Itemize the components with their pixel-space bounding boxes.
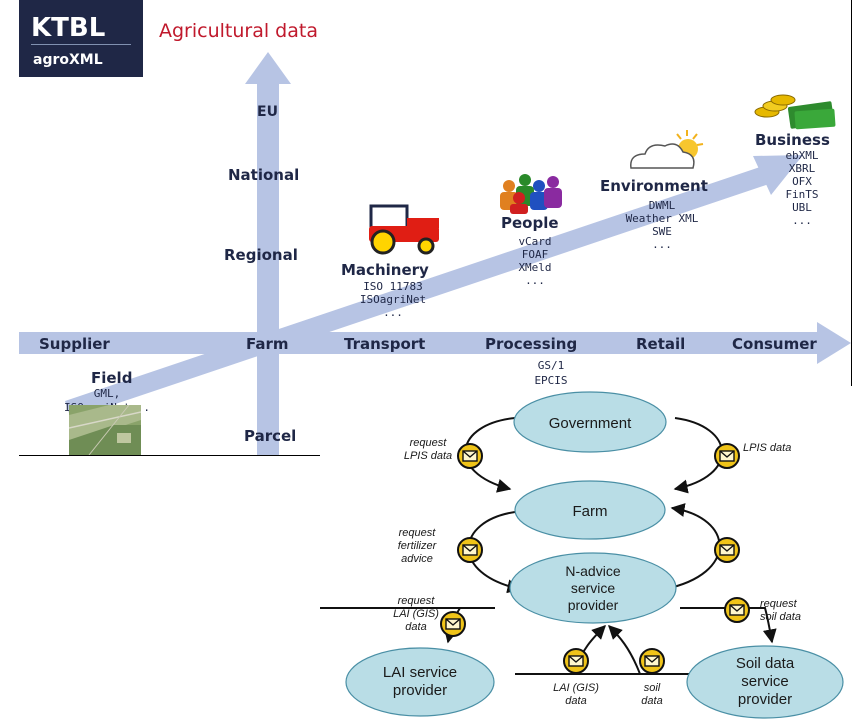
stage-farm: Farm (246, 335, 289, 353)
edge-label-request-lai: LAI (GIS) (393, 608, 439, 620)
horizontal-axis-arrow (19, 322, 851, 364)
edge-label-request-lpis: request (410, 437, 448, 449)
node-soil-label: Soil data (736, 655, 795, 672)
environment-standard: ... (652, 238, 672, 251)
environment-standard: Weather XML (626, 212, 699, 225)
level-parcel: Parcel (244, 427, 296, 445)
n-advice-flow-diagram: Government Farm N-advice service provide… (320, 386, 863, 721)
edge-soil-to-nadvice (608, 625, 641, 675)
business-standard: UBL (792, 201, 812, 214)
node-farm: Farm (514, 480, 666, 540)
logo-top-text: KTBL (31, 13, 105, 43)
machinery-domain: Machinery ISO 11783 ISOagriNet ... (341, 204, 439, 319)
stage-retail: Retail (636, 335, 685, 353)
edge-label-soil-data: soil (644, 682, 661, 694)
environment-title: Environment (600, 177, 708, 195)
aerial-field-image (69, 405, 141, 455)
business-standard: XBRL (789, 162, 816, 175)
edge-label-lai-data: data (565, 695, 586, 707)
people-standard: vCard (518, 235, 551, 248)
edge-label-request-fertilizer: advice (401, 553, 433, 565)
level-eu: EU (257, 104, 278, 120)
slide-title: Agricultural data (159, 20, 318, 42)
edge-label-request-fertilizer: fertilizer (398, 540, 438, 552)
edge-label-request-soil: soil data (760, 611, 801, 623)
logo-bottom-text: agroXML (33, 52, 103, 68)
weather-icon (630, 130, 704, 169)
diagonal-axis-arrow (65, 155, 803, 419)
edge-nadvice-to-farm-right (664, 503, 721, 590)
business-domain: Business ebXML XBRL OFX FinTS UBL ... (754, 94, 836, 227)
envelope-icon (457, 443, 483, 469)
business-standard: FinTS (785, 188, 818, 201)
stage-supplier: Supplier (39, 335, 110, 353)
environment-domain: Environment DWML Weather XML SWE ... (600, 130, 708, 251)
node-n-advice-label: service (571, 580, 616, 596)
ktbl-logo: KTBL agroXML (19, 0, 143, 77)
machinery-title: Machinery (341, 261, 429, 279)
edge-label-lpis-data: LPIS data (743, 442, 791, 454)
node-lai-label: LAI service (383, 664, 457, 681)
envelope-icon (563, 648, 589, 674)
level-regional: Regional (224, 246, 298, 264)
edge-label-soil-data: data (641, 695, 662, 707)
field-standard: GML, (94, 387, 121, 400)
environment-standard: DWML (649, 199, 676, 212)
business-standard: ebXML (785, 149, 818, 162)
edge-label-request-lai: data (405, 621, 426, 633)
people-standard: ... (525, 274, 545, 287)
people-standard: XMeld (518, 261, 551, 274)
node-n-advice-label: provider (568, 597, 619, 613)
edge-label-request-fertilizer: request (399, 527, 437, 539)
people-standard: FOAF (522, 248, 549, 261)
environment-standard: SWE (652, 225, 672, 238)
node-government-label: Government (549, 415, 632, 432)
envelope-icon (639, 648, 665, 674)
edge-label-request-lai: request (398, 595, 436, 607)
vertical-axis-arrow (245, 52, 291, 455)
machinery-standard: ... (383, 306, 403, 319)
money-icon (754, 94, 836, 130)
node-lai-service: LAI service provider (345, 647, 495, 717)
field-domain: Field GML, ISOagriNet... (64, 369, 150, 455)
business-title: Business (755, 131, 830, 149)
node-government: Government (513, 391, 667, 453)
node-soil-label: service (741, 673, 789, 690)
edge-label-lai-data: LAI (GIS) (553, 682, 599, 694)
stage-transport: Transport (344, 335, 425, 353)
envelope-icon (724, 597, 750, 623)
business-standard: ... (792, 214, 812, 227)
envelope-icon (440, 611, 466, 637)
people-icon (500, 174, 562, 214)
flow-canvas: Government Farm N-advice service provide… (320, 391, 844, 719)
machinery-standard: ISO 11783 (363, 280, 423, 293)
slide-canvas: KTBL agroXML Agricultural data EU Nation… (19, 0, 851, 455)
machinery-standard: ISOagriNet (360, 293, 426, 306)
edge-nadvice-to-soil (680, 607, 777, 644)
processing-standard: GS/1 (538, 359, 565, 372)
stage-consumer: Consumer (732, 335, 817, 353)
node-soil-service: Soil data service provider (686, 645, 844, 719)
node-n-advice-label: N-advice (565, 563, 620, 579)
stage-processing: Processing (485, 335, 577, 353)
envelope-icon (714, 443, 740, 469)
edge-labels: request LPIS data LPIS data request fert… (393, 437, 801, 707)
edge-label-request-lpis: LPIS data (404, 450, 452, 462)
agricultural-data-slide: KTBL agroXML Agricultural data EU Nation… (19, 0, 852, 456)
edge-label-request-soil: request (760, 598, 798, 610)
people-domain: People vCard FOAF XMeld ... (500, 174, 562, 287)
level-national: National (228, 166, 299, 184)
node-n-advice: N-advice service provider (509, 552, 677, 624)
people-title: People (501, 214, 559, 232)
flow-edges (320, 417, 777, 675)
envelope-icon (457, 537, 483, 563)
envelope-icon (714, 537, 740, 563)
node-lai-label: provider (393, 682, 447, 699)
tractor-icon (369, 204, 439, 255)
business-standard: OFX (792, 175, 812, 188)
node-farm-label: Farm (573, 503, 608, 520)
node-soil-label: provider (738, 691, 792, 708)
processing-standard: EPCIS (534, 374, 567, 387)
field-title: Field (91, 369, 132, 387)
